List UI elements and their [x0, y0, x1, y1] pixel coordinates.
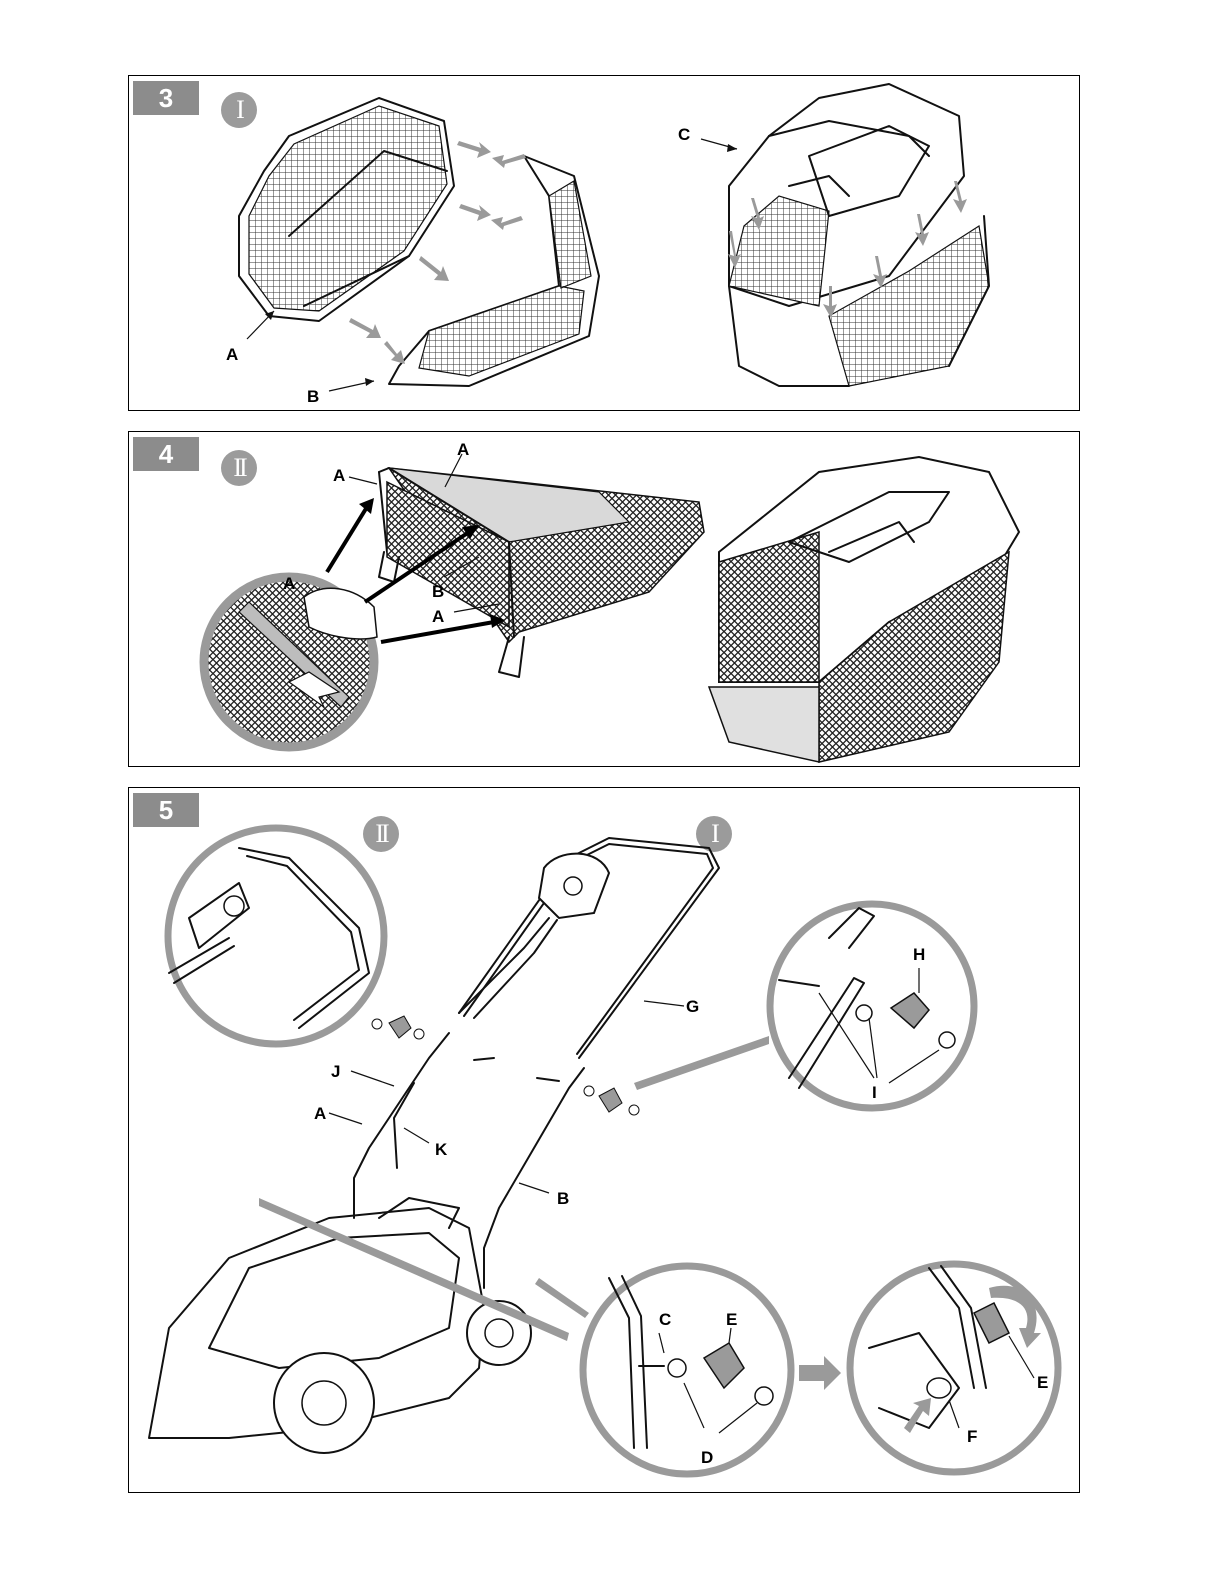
grass-catcher-assembled	[709, 457, 1019, 762]
assembled-basket-with-lid	[729, 84, 989, 386]
panel-step-5: 5 II I	[128, 787, 1080, 1493]
detail-circle-bottom-right	[850, 1264, 1058, 1472]
lower-handle-b	[484, 1068, 584, 1288]
label-b: B	[432, 583, 444, 600]
label-e-right: E	[1037, 1374, 1048, 1391]
panel-step-4: 4 II	[128, 431, 1080, 767]
detail-circle-bottom-center	[583, 1266, 791, 1474]
label-a-zoom: A	[283, 575, 295, 592]
detail-zoom-circle	[204, 577, 377, 747]
label-k: K	[435, 1141, 447, 1158]
label-h: H	[913, 946, 925, 963]
label-a: A	[226, 346, 238, 363]
panel-step-3: 3 I	[128, 75, 1080, 411]
label-c: C	[659, 1311, 671, 1328]
label-g: G	[686, 998, 699, 1015]
label-a-lower: A	[432, 608, 444, 625]
label-e-center: E	[726, 1311, 737, 1328]
label-j: J	[331, 1063, 340, 1080]
handle-assembly-illustration	[129, 788, 1081, 1494]
upper-handle-g	[459, 838, 719, 1058]
label-i: I	[872, 1084, 877, 1101]
bag-frame-and-fabric	[379, 468, 704, 677]
lower-handle-a	[354, 1033, 449, 1218]
label-a-top: A	[457, 441, 469, 458]
label-d: D	[701, 1449, 713, 1466]
label-f: F	[967, 1428, 977, 1445]
label-b: B	[307, 388, 319, 405]
basket-assembly-illustration	[129, 76, 1081, 412]
detail-circle-right	[770, 904, 974, 1108]
label-b: B	[557, 1190, 569, 1207]
label-a: A	[314, 1105, 326, 1122]
basket-part-a	[239, 98, 454, 321]
bag-fitting-illustration	[129, 432, 1081, 768]
detail-circle-top-left	[168, 828, 384, 1044]
label-c: C	[678, 126, 690, 143]
label-a-left: A	[333, 467, 345, 484]
